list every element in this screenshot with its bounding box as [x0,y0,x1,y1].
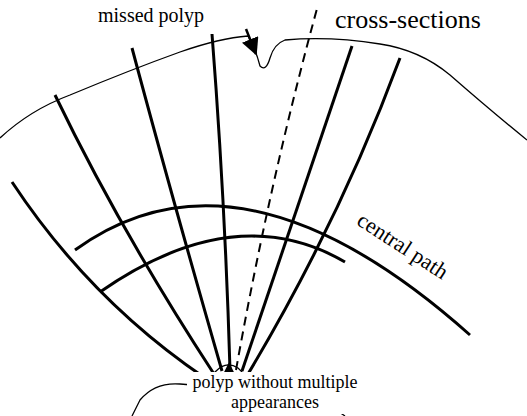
callout-label: missed polyp [98,4,204,26]
cross-section-line [55,95,214,374]
leader-arrow [246,29,256,54]
colon-wall-top [0,36,527,140]
cross-section-line [132,48,222,371]
callout-label: cross-sections [335,6,481,35]
dashed-cross-section [236,5,318,370]
cross-section-lines [12,34,400,378]
central-path-line [75,206,470,335]
path-label: central path [350,205,456,286]
callout-label: polyp without multiple appearances [187,372,363,414]
cross-section-line [212,34,230,370]
